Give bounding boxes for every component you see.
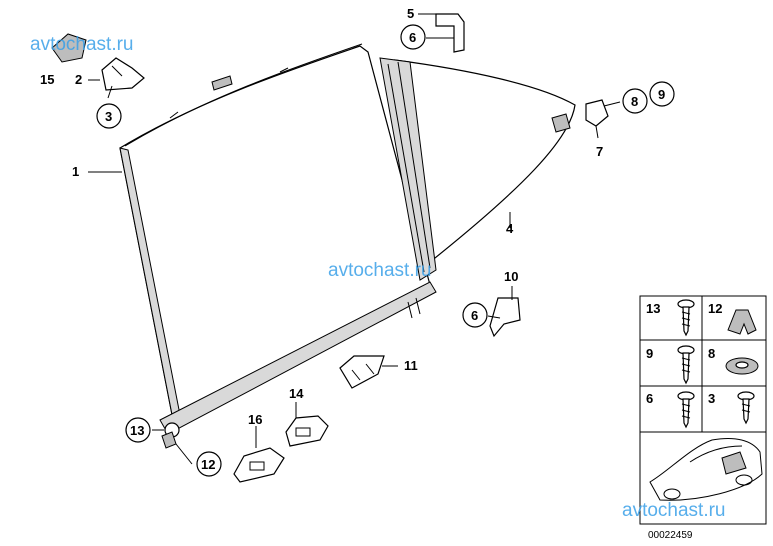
screw-6-icon — [677, 391, 695, 429]
callout-16: 16 — [248, 412, 262, 427]
callout-7: 7 — [596, 144, 603, 159]
legend-3: 3 — [708, 391, 715, 406]
legend-13: 13 — [646, 301, 660, 316]
watermark-center: avtochast.ru — [328, 260, 432, 281]
callout-3-circle — [96, 103, 122, 129]
screw-13-icon — [677, 299, 695, 337]
clip-11-part — [339, 355, 385, 389]
callout-13: 13 — [130, 423, 144, 438]
callout-9-circle — [649, 81, 675, 107]
legend-12: 12 — [708, 301, 722, 316]
clip-12-icon — [727, 309, 757, 335]
callout-6-mid: 6 — [471, 308, 478, 323]
callout-12-circle — [196, 451, 222, 477]
fastener-legend: 13 12 9 8 6 3 — [639, 295, 767, 525]
car-location-icon — [649, 438, 763, 501]
callout-6-top: 6 — [409, 30, 416, 45]
legend-9: 9 — [646, 346, 653, 361]
callout-9: 9 — [658, 87, 665, 102]
clip-15-part — [51, 33, 87, 63]
washer-8-icon — [725, 357, 759, 375]
leader-lines — [88, 13, 621, 465]
callout-1: 1 — [72, 164, 79, 179]
bracket-10-part — [489, 297, 521, 338]
callout-12: 12 — [201, 457, 215, 472]
legend-8: 8 — [708, 346, 715, 361]
drawing-number: 00022459 — [648, 530, 693, 541]
callout-5: 5 — [407, 6, 414, 21]
callout-8: 8 — [631, 94, 638, 109]
callout-labels: 1 2 3 4 5 6 6 7 8 9 10 11 12 13 14 15 16 — [40, 6, 675, 477]
callout-4: 4 — [506, 221, 514, 236]
roller-sunblind-part — [119, 43, 437, 449]
callout-13-circle — [125, 417, 151, 443]
legend-6: 6 — [646, 391, 653, 406]
screw-3-icon — [737, 391, 755, 425]
callout-15: 15 — [40, 72, 54, 87]
cover-16-part — [233, 447, 285, 483]
watermark-bottom-right: avtochast.ru — [622, 500, 726, 521]
cover-14-part — [285, 415, 329, 447]
callout-14: 14 — [289, 386, 304, 401]
clip-7-part — [585, 99, 609, 127]
callout-11: 11 — [404, 358, 418, 373]
callout-10: 10 — [504, 269, 518, 284]
callout-6-mid-circle — [462, 302, 488, 328]
callout-8-circle — [622, 88, 648, 114]
screw-9-icon — [677, 345, 695, 385]
callout-3: 3 — [105, 109, 112, 124]
watermark-top-left: avtochast.ru — [30, 34, 134, 55]
callout-2: 2 — [75, 72, 82, 87]
bracket-5-part — [435, 13, 465, 53]
side-window-part — [379, 57, 576, 281]
holder-2-part — [101, 57, 145, 91]
callout-6-top-circle — [400, 24, 426, 50]
